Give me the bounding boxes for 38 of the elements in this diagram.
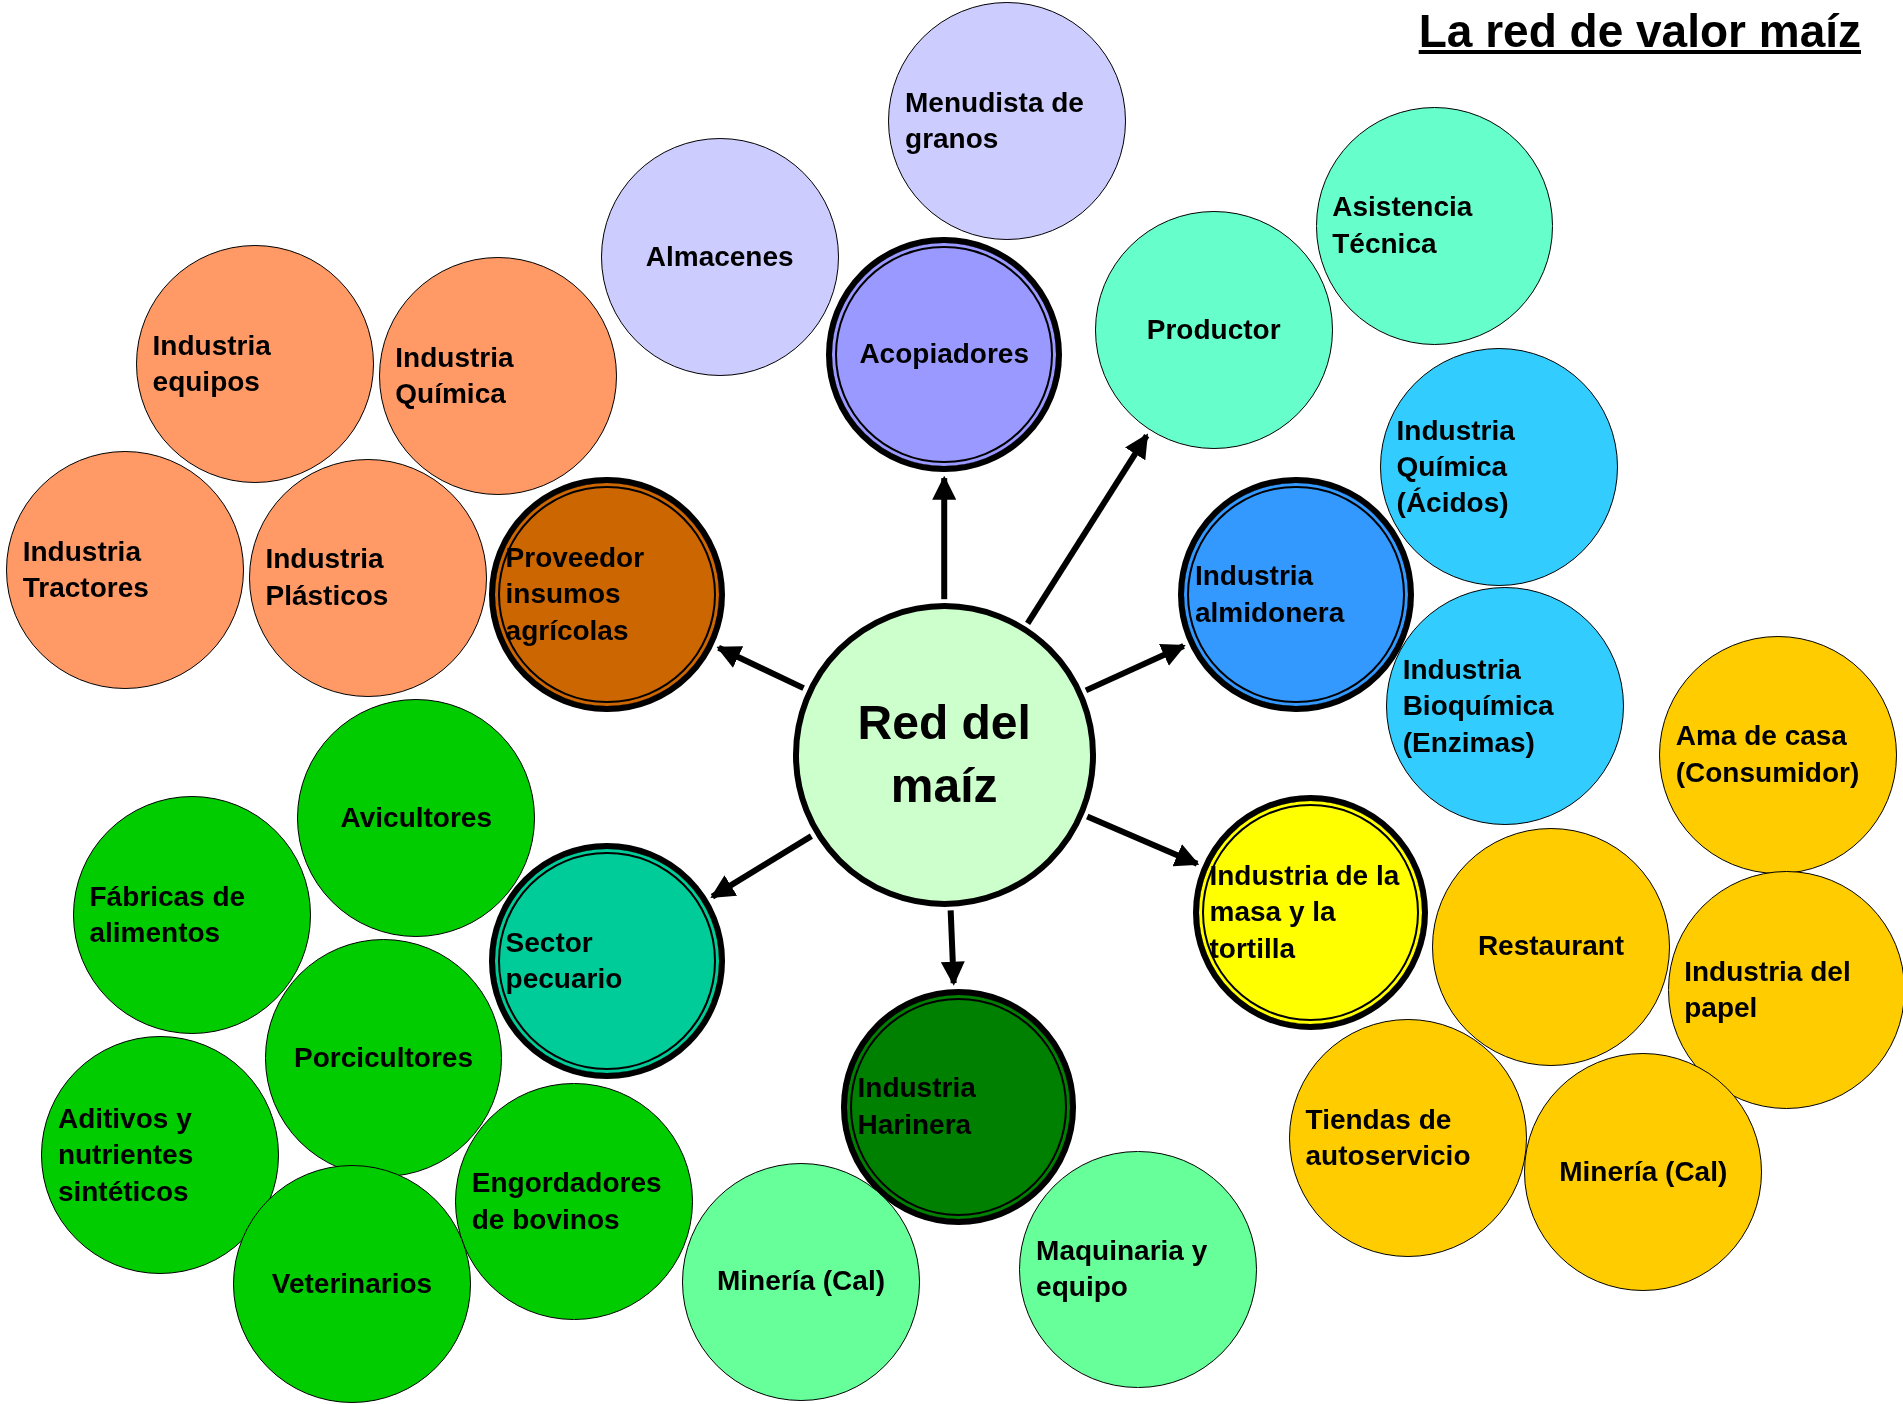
node-label: Aditivos y nutrientes sintéticos	[57, 1101, 195, 1209]
node-label: Industria Plásticos	[265, 542, 390, 613]
node-label: Acopiadores	[859, 337, 1029, 372]
node-label: Maquinaria y equipo	[1036, 1234, 1209, 1305]
node-label: Red del maíz	[856, 695, 1032, 814]
node-label: Industria Tractores	[22, 535, 150, 606]
node-label: Asistencia Técnica	[1332, 190, 1474, 261]
arrow	[710, 833, 813, 900]
node-label: Avicultores	[340, 800, 492, 835]
node-label: Industria Harinera	[857, 1071, 977, 1142]
arrow	[1086, 813, 1200, 867]
node-label: Restaurant	[1477, 929, 1625, 964]
node-label: Industria almidonera	[1194, 559, 1346, 630]
node-label: Industria del papel	[1684, 954, 1852, 1026]
node-label: Menudista de granos	[905, 85, 1085, 157]
node-label: Almacenes	[645, 240, 794, 275]
arrow	[932, 475, 957, 600]
arrow	[716, 645, 805, 691]
node-label: Minería (Cal)	[1559, 1155, 1728, 1190]
title: La red de valor maíz	[1418, 4, 1861, 58]
node-label: Engordadores de bovinos	[471, 1166, 663, 1237]
node-label: Industria de la masa y la tortilla	[1209, 859, 1401, 966]
node-label: Tiendas de autoservicio	[1305, 1103, 1472, 1174]
arrow	[1084, 643, 1186, 694]
arrow	[1025, 433, 1150, 625]
node-label: Proveedor insumos agrícolas	[505, 541, 646, 648]
node-label: Productor	[1146, 312, 1281, 347]
node-label: Industria Química (Ácidos)	[1396, 413, 1516, 521]
node-label: Fábricas de alimentos	[89, 879, 247, 951]
node-label: Industria Química	[395, 340, 515, 412]
node-label: Minería (Cal)	[717, 1264, 885, 1299]
node-label: Industria equipos	[152, 328, 272, 400]
node-label: Industria Bioquímica (Enzimas)	[1402, 652, 1555, 760]
node-label: Sector pecuario	[505, 925, 624, 997]
node-label: Veterinarios	[271, 1266, 433, 1301]
arrow	[940, 910, 965, 986]
node-label: Porcicultores	[294, 1041, 473, 1076]
node-label: Ama de casa (Consumidor)	[1675, 719, 1861, 790]
